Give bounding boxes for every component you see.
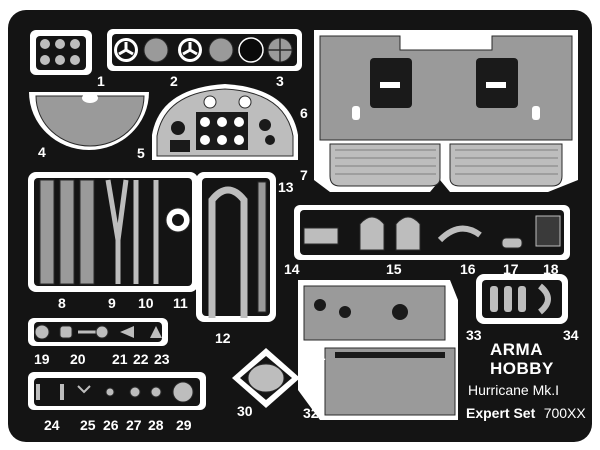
set-line: Expert Set 700XX	[466, 405, 586, 422]
label-29: 29	[176, 417, 192, 433]
part-number-labels: 1 2 3 4 5 6 7 8 9 10 11 12 13 14 15 16 1…	[34, 73, 579, 433]
part-2-3	[107, 29, 302, 71]
label-18: 18	[543, 261, 559, 277]
label-3: 3	[276, 73, 284, 89]
label-12: 12	[215, 330, 231, 346]
part-4	[29, 92, 149, 150]
label-21: 21	[112, 351, 128, 367]
label-11: 11	[173, 295, 188, 311]
label-10: 10	[138, 295, 154, 311]
model-name: Hurricane Mk.I	[468, 382, 559, 398]
label-25: 25	[80, 417, 96, 433]
label-24: 24	[44, 417, 60, 433]
label-30: 30	[237, 403, 253, 419]
label-19: 19	[34, 351, 50, 367]
label-22: 22	[133, 351, 149, 367]
part-5-instrument-panel	[152, 84, 298, 160]
brand-block: ARMA HOBBY Hurricane Mk.I Expert Set 700…	[466, 340, 586, 422]
set-label: Expert Set	[466, 405, 536, 421]
part-30	[232, 348, 300, 408]
part-33-34-frame	[476, 274, 568, 324]
label-23: 23	[154, 351, 170, 367]
part-8-13-frame	[28, 172, 198, 292]
label-26: 26	[103, 417, 119, 433]
brand-line-2: HOBBY	[490, 359, 554, 378]
label-2: 2	[170, 73, 178, 89]
part-24-29-frame	[28, 372, 206, 410]
label-31: 31	[310, 347, 326, 363]
label-14: 14	[284, 261, 300, 277]
brand-line-1: ARMA	[490, 340, 543, 359]
label-9: 9	[108, 295, 116, 311]
label-6: 6	[300, 105, 308, 121]
part-6-7-panels	[314, 30, 578, 192]
part-1	[30, 30, 92, 75]
label-16: 16	[460, 261, 476, 277]
label-8: 8	[58, 295, 66, 311]
label-17: 17	[503, 261, 519, 277]
label-32: 32	[303, 405, 319, 421]
fan-icon	[114, 38, 138, 62]
label-13: 13	[278, 179, 294, 195]
label-7: 7	[300, 167, 308, 183]
label-15: 15	[386, 261, 402, 277]
label-20: 20	[70, 351, 86, 367]
set-code: 700XX	[544, 405, 587, 421]
label-27: 27	[126, 417, 142, 433]
label-28: 28	[148, 417, 164, 433]
label-4: 4	[38, 144, 46, 160]
part-19-23-frame	[28, 318, 168, 346]
part-31-32-panels	[298, 280, 458, 420]
part-14-18-frame	[294, 205, 570, 260]
part-12-13-frame	[196, 172, 276, 322]
label-33: 33	[466, 327, 482, 343]
label-1: 1	[97, 73, 105, 89]
fan-icon	[178, 38, 202, 62]
label-5: 5	[137, 145, 145, 161]
label-34: 34	[563, 327, 579, 343]
